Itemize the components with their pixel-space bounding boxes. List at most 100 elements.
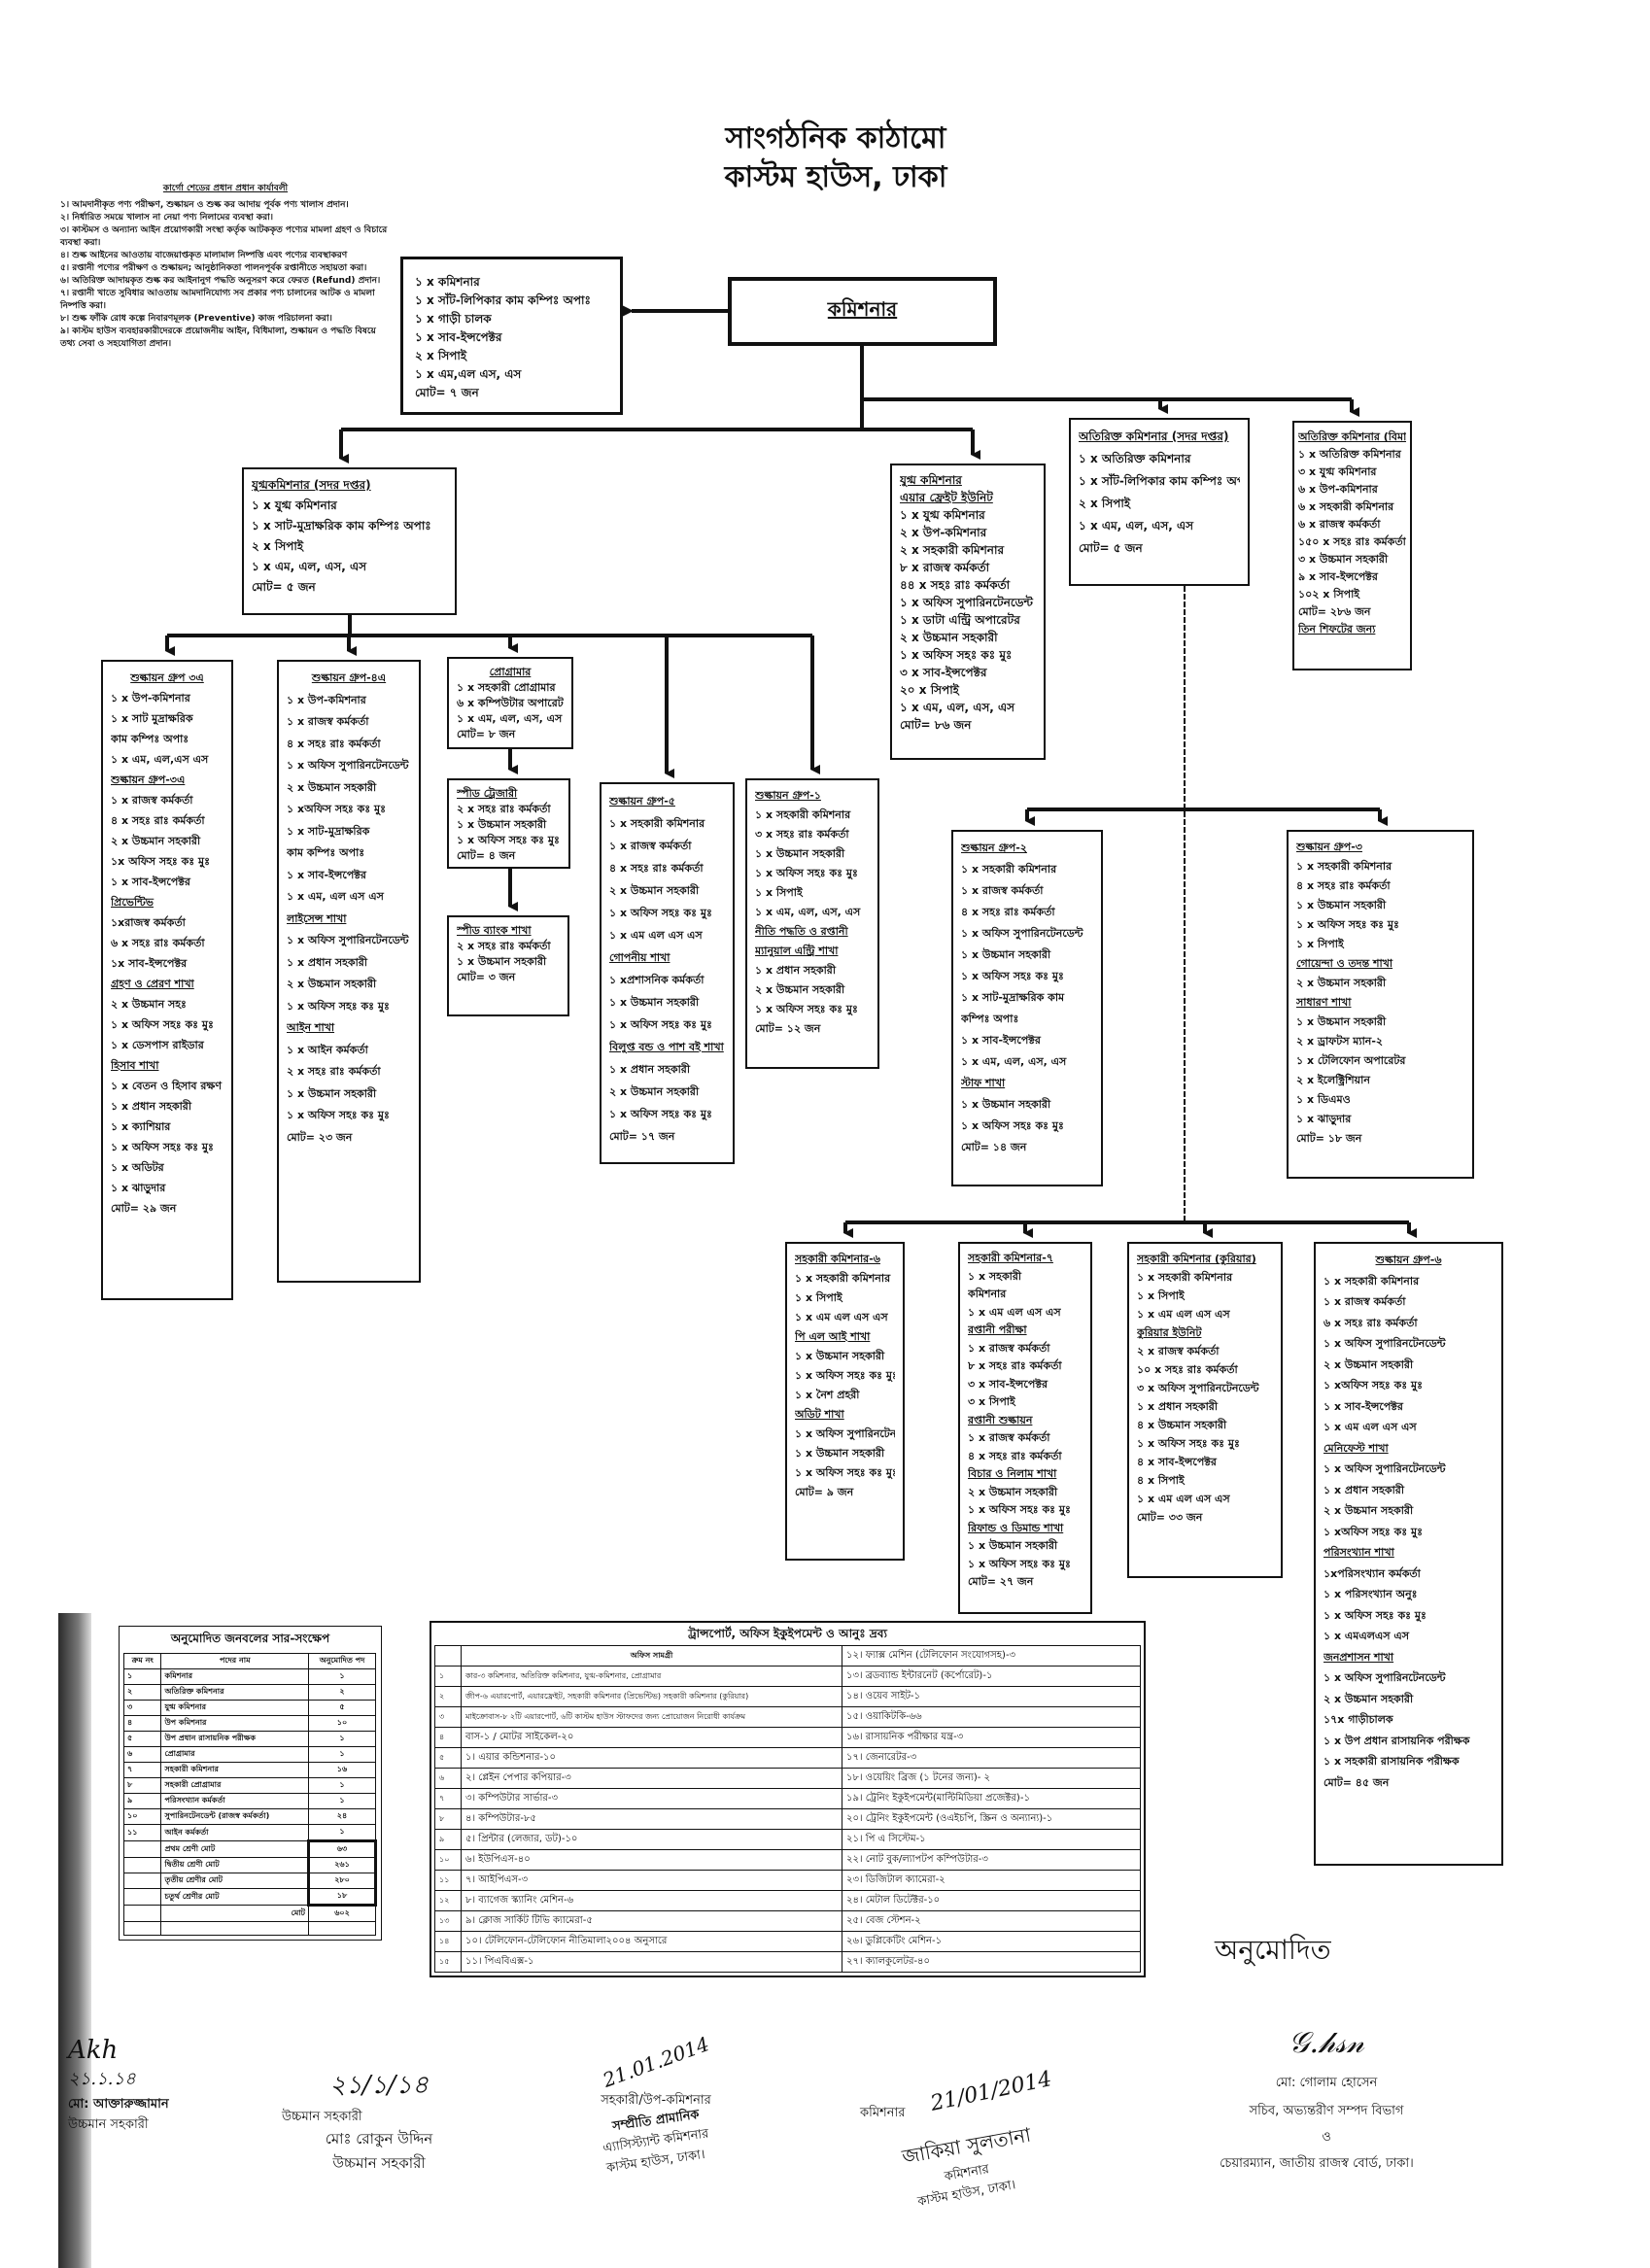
box-line: ১ x অফিস সুপারিনটেনডেন্ট	[287, 934, 409, 946]
box-line: ১ x উচ্চমান সহকারী	[1296, 899, 1387, 911]
box-line: মোট= ৭ জন	[415, 386, 479, 399]
box-line: ৯ x সাব-ইন্সপেক্টর	[1298, 570, 1378, 583]
box-line: ১ xঅফিস সহঃ কঃ মুঃ	[1323, 1379, 1423, 1392]
cell-post: উপ কমিশনার	[160, 1715, 309, 1732]
box-line: ১ x এম এল এস এস	[1137, 1308, 1230, 1321]
box-line: ১ x উচ্চমান সহকারী	[457, 818, 547, 831]
approver-designation: সচিব, অভ্যন্তরীণ সম্পদ বিভাগ	[1249, 2104, 1404, 2118]
cell-equipment: ২৬। ডুপ্লিকেটিং মেশিন-১	[842, 1931, 1141, 1952]
cell-empty	[122, 1857, 162, 1873]
cell-post: সহকারী প্রোগ্রামার	[160, 1777, 309, 1794]
box-line: ২ x উচ্চমান সহকারী	[900, 631, 998, 644]
cell-count: ৫	[308, 1700, 376, 1716]
box-line: ১ x অফিস সহঃ কঃ মুঃ	[968, 1503, 1071, 1516]
scan-edge-shadow	[58, 1613, 91, 2268]
box-line: ২ x উপ-কমিশনার	[900, 526, 987, 539]
box-line: ১ x অফিস সুপারিনটেনডেন্ট	[1323, 1337, 1446, 1350]
functions-list: কার্গো শেডের প্রধান প্রধান কার্যাবলী ১। …	[60, 183, 391, 351]
box-line: ১ x উপ-কমিশনার	[287, 693, 366, 706]
box-heading: রপ্তানী পরীক্ষা	[968, 1323, 1027, 1336]
box-line: মোট= ২৭ জন	[968, 1575, 1034, 1588]
cell-equipment: ১৬। রাসায়নিক পরীক্ষার যন্ত্র-৩	[842, 1727, 1141, 1748]
function-item: ৮। শুল্ক ফাঁকি রোধ কল্পে নিবারণমূলক (Pre…	[60, 314, 332, 324]
box-line: ২ x সিপাই	[1079, 497, 1131, 510]
cell-empty	[160, 1921, 309, 1936]
box-line: ১ x ডেসপাস রাইডার	[111, 1039, 204, 1051]
box-line: ১ x বেতন ও হিসাব রক্ষণ কর্মকর্তা	[111, 1080, 223, 1092]
cell-count: ১	[308, 1793, 376, 1809]
box-heading: পরিসংখ্যান শাখা	[1323, 1546, 1394, 1559]
box-line: ১ x অফিস সহঃ কঃ মুঃ	[287, 999, 390, 1013]
box-heading: সহকারী কমিশনার-৬	[795, 1253, 880, 1265]
box-line: ১ x রাজস্ব কর্মকর্তা	[111, 794, 193, 807]
page-subtitle: কাস্টম হাউস, ঢাকা	[724, 160, 947, 194]
cell-serial: ৫	[434, 1747, 462, 1769]
box-line: ২ x উচ্চমান সহকারী	[287, 780, 377, 794]
box-heading: গোপনীয় শাখা	[609, 951, 670, 964]
cell-equipment: ১৪। ওয়েব সাইট-১	[842, 1686, 1141, 1707]
box-line: ১ x উচ্চমান সহকারী	[961, 1098, 1051, 1111]
cell-class: প্রথম শ্রেণী মোট	[160, 1840, 309, 1858]
col-approved: অনুমোদিত পদ	[308, 1653, 376, 1669]
box-heading: যুগ্ম কমিশনার	[900, 473, 962, 487]
box-line: মোট= ৩ জন	[457, 971, 516, 983]
function-item: ৫। রপ্তানী পণ্যের পরীক্ষণ ও শুল্কায়ন; আ…	[60, 263, 367, 273]
cell-office-item: ৭। আইপিএস-৩	[460, 1870, 843, 1891]
box-line: ১ x গাড়ী চালক	[415, 312, 492, 326]
box-line: ১ x এমএলএস এস	[1323, 1630, 1410, 1642]
box-line: ১ x সাট-মুদ্রাক্ষরিক কাম কম্পিঃ অপাঃ	[252, 519, 431, 533]
box-line: ৪৪ x সহঃ রাঃ কর্মকর্তা	[900, 578, 1011, 592]
box-line: ১xপরিসংখ্যান কর্মকর্তা	[1323, 1566, 1421, 1580]
box-line: মোট= ৯ জন	[795, 1486, 854, 1498]
box-line: ২০ x সিপাই	[900, 683, 959, 697]
signatory-3-role: সহকারী/উপ-কমিশনার	[601, 2093, 711, 2108]
cell-serial: ৩	[122, 1700, 162, 1716]
col-serial: ক্রম নং	[122, 1653, 162, 1669]
cell-office-item: ১। এয়ার কন্ডিশনার-১০	[460, 1747, 843, 1769]
signatory-2-name: মোঃ রোকুন উদ্দিন	[325, 2130, 433, 2148]
cell-equipment: ২৪। মেটাল ডিটেক্টর-১০	[842, 1890, 1141, 1911]
signature-2: ২১/১/১৪	[329, 2071, 429, 2100]
box-line: কমিশনার	[968, 1288, 1007, 1300]
box-line: ১ x এম এল এস এস	[1323, 1421, 1417, 1433]
box-line: ২ x উচ্চমান সহকারী	[968, 1485, 1058, 1498]
box-heading: সাধারণ শাখা	[1296, 996, 1352, 1009]
box-line: ২ x উচ্চমান সহকারী	[755, 983, 845, 996]
box-line: ২ x উচ্চমান সহকারী	[1296, 977, 1387, 989]
signatory-2: ২১/১/১৪ উচ্চমান সহকারী মোঃ রোকুন উদ্দিন …	[282, 2065, 476, 2177]
approved-label: অনুমোদিত	[1215, 1934, 1331, 1966]
cell-office-item: ১১। পিএবিএক্স-১	[460, 1951, 843, 1973]
box-line: ১ x অফিস সহঃ কঃ মুঃ	[961, 970, 1064, 982]
cell-office-item: ৫। প্রিন্টার (লেজার, ডট)-১০	[460, 1829, 843, 1850]
box-line: ২ x রাজস্ব কর্মকর্তা	[1137, 1345, 1220, 1357]
box-line: ১ x অফিস সহঃ কঃ মুঃ	[961, 1119, 1064, 1132]
box-heading: লাইসেন্স শাখা	[287, 911, 347, 925]
approver-name: মো: গোলাম হোসেন	[1275, 2076, 1378, 2090]
cell-equipment: ২৩। ডিজিটাল ক্যামেরা-২	[842, 1870, 1141, 1891]
box-line: কম্পিঃ অপাঃ	[961, 1013, 1019, 1025]
box-line: ১ x অফিস সহঃ কঃ মুঃ	[968, 1557, 1071, 1570]
box-heading: মেনিফেস্ট শাখা	[1323, 1441, 1389, 1455]
cell-serial: ২	[434, 1686, 462, 1707]
cell-office-item: ১০। টেলিফোন-টেলিফোন নীতিমালা২০০৪ অনুসারে	[460, 1931, 843, 1952]
cell-empty	[122, 1888, 162, 1906]
box-line: ১ x যুগ্ম কমিশনার	[252, 498, 337, 512]
box-line: ১ x অফিস সহঃ কঃ মুঃ	[457, 834, 560, 846]
box-heading: যুগ্মকমিশনার (সদর দপ্তর)	[252, 478, 371, 492]
box-line: কাম কম্পিঃ অপাঃ	[287, 846, 365, 859]
box-line: মোট= ৮ জন	[457, 728, 516, 740]
box-line: ১ x টেলিফোন অপারেটর	[1296, 1054, 1406, 1067]
cell-office-item: ৬। ইউপিএস-৪০	[460, 1849, 843, 1871]
box-line: ১ x সিপাই	[1296, 938, 1344, 950]
box-heading: কুরিয়ার ইউনিট	[1137, 1326, 1202, 1339]
box-heading: আইন শাখা	[287, 1021, 335, 1034]
cell-office-item: ৯। ক্লোজ সার্কিট টিভি ক্যামেরা-৫	[460, 1910, 843, 1932]
